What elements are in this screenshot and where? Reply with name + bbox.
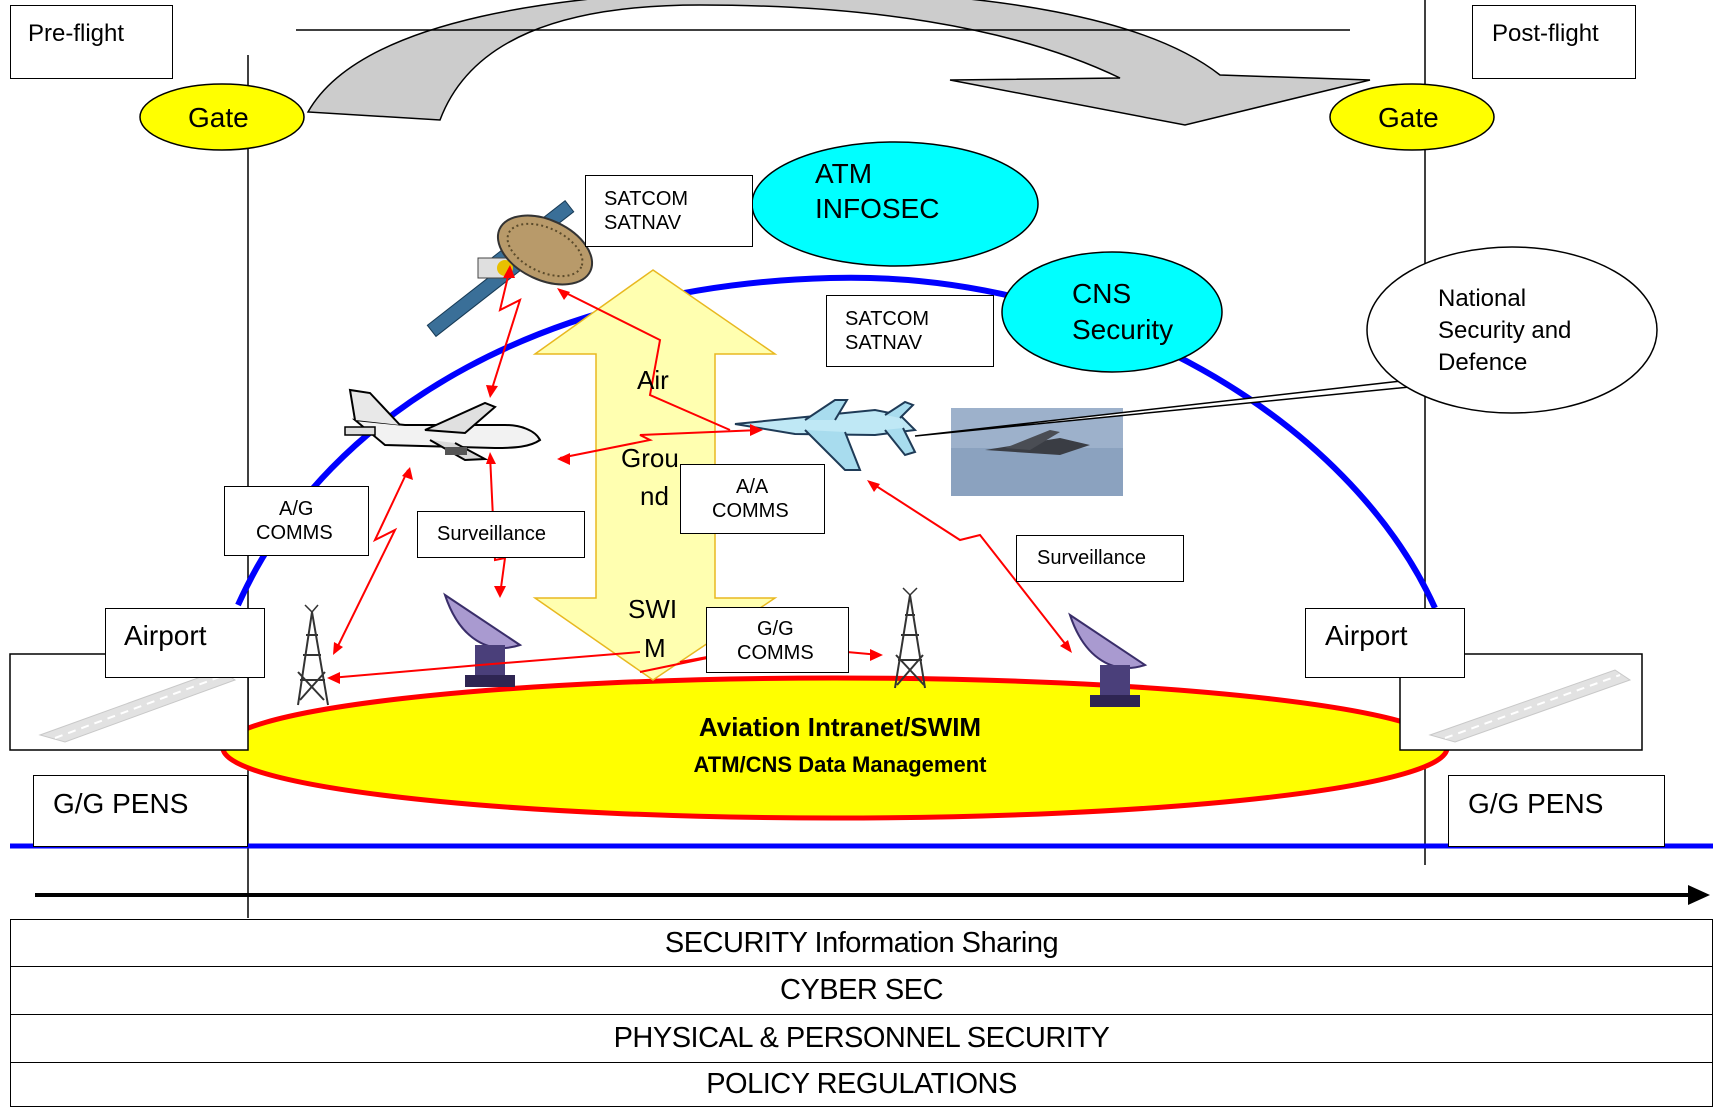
pens-left-label: G/G PENS (53, 788, 189, 819)
flight-path-arrow (296, 0, 1371, 126)
pens-left-box (33, 775, 248, 847)
timeline-arrow (35, 885, 1710, 905)
ag-comms-box (224, 486, 369, 556)
swim-ellipse (220, 675, 1450, 821)
swim-title: Aviation Intranet/SWIM (698, 712, 982, 742)
national-security-line3: Defence (1438, 349, 1528, 376)
pens-right-label: G/G PENS (1468, 788, 1604, 819)
gate-label-left: Gate (188, 102, 249, 133)
gate-label-right: Gate (1378, 102, 1439, 133)
air-ground-swim-arrow (532, 269, 778, 681)
national-security-line1: National (1438, 285, 1527, 312)
satcom-top-line2: SATNAV (604, 212, 682, 234)
satcom-top-line1: SATCOM (604, 188, 689, 210)
preflight-box (10, 5, 173, 79)
radar-dish-icon (1068, 612, 1148, 707)
gg-comms-line1: G/G (757, 618, 794, 640)
airspace-arc (235, 274, 1438, 610)
airliner-icon (344, 388, 542, 462)
radar-dish-icon (443, 592, 523, 687)
satcom-top-box (585, 175, 753, 247)
aa-comms-box (680, 464, 825, 534)
postflight-box (1472, 5, 1636, 79)
surveillance-right-label: Surveillance (1037, 547, 1146, 569)
surveillance-left-box (417, 511, 585, 558)
arrow-word-nd: nd (640, 481, 669, 511)
link-arrowheads (327, 265, 1072, 684)
satcom-mid-line1: SATCOM (845, 308, 930, 330)
atm-infosec-line2: INFOSEC (815, 193, 940, 224)
airport-left-label: Airport (124, 620, 207, 651)
pens-right-box (1448, 775, 1665, 847)
atm-infosec-line1: ATM (815, 158, 873, 189)
band-security-info-sharing: SECURITY Information Sharing (10, 919, 1713, 967)
postflight-label: Post-flight (1492, 20, 1599, 47)
cns-security-line2: Security (1072, 314, 1174, 345)
preflight-label: Pre-flight (28, 20, 125, 47)
aa-comms-line1: A/A (736, 476, 769, 498)
arrow-word-m: M (644, 633, 666, 663)
gg-comms-box (706, 607, 849, 673)
gate-oval-right (1329, 83, 1495, 151)
aa-comms-line2: COMMS (712, 500, 789, 522)
radio-tower-icon (894, 587, 926, 689)
radio-tower-icon (297, 604, 329, 706)
surveillance-left-label: Surveillance (437, 523, 546, 545)
satcom-mid-line2: SATNAV (845, 332, 923, 354)
gate-oval-left (139, 83, 305, 151)
ag-comms-line2: COMMS (256, 522, 333, 544)
swim-subtitle: ATM/CNS Data Management (693, 752, 987, 777)
arrow-word-air: Air (637, 365, 669, 395)
fighter-jet-icon (734, 399, 918, 471)
national-security-line2: Security and (1438, 317, 1572, 344)
gg-comms-line2: COMMS (737, 642, 814, 664)
band-physical-personnel: PHYSICAL & PERSONNEL SECURITY (10, 1015, 1713, 1063)
band-cyber-sec: CYBER SEC (10, 967, 1713, 1015)
ag-comms-line1: A/G (279, 498, 314, 520)
uav-photo (951, 408, 1123, 496)
arrow-word-swi: SWI (628, 594, 678, 624)
satcom-mid-box (826, 295, 994, 367)
cns-security-line1: CNS (1072, 278, 1132, 309)
national-security-callout (914, 246, 1658, 437)
airport-right-label: Airport (1325, 620, 1408, 651)
arrow-word-grou: Grou (621, 443, 679, 473)
cns-security-oval (1001, 251, 1223, 373)
band-policy-regulations: POLICY REGULATIONS (10, 1063, 1713, 1107)
surveillance-right-box (1016, 535, 1184, 582)
airport-left-box (105, 608, 265, 678)
airport-right-box (1305, 608, 1465, 678)
